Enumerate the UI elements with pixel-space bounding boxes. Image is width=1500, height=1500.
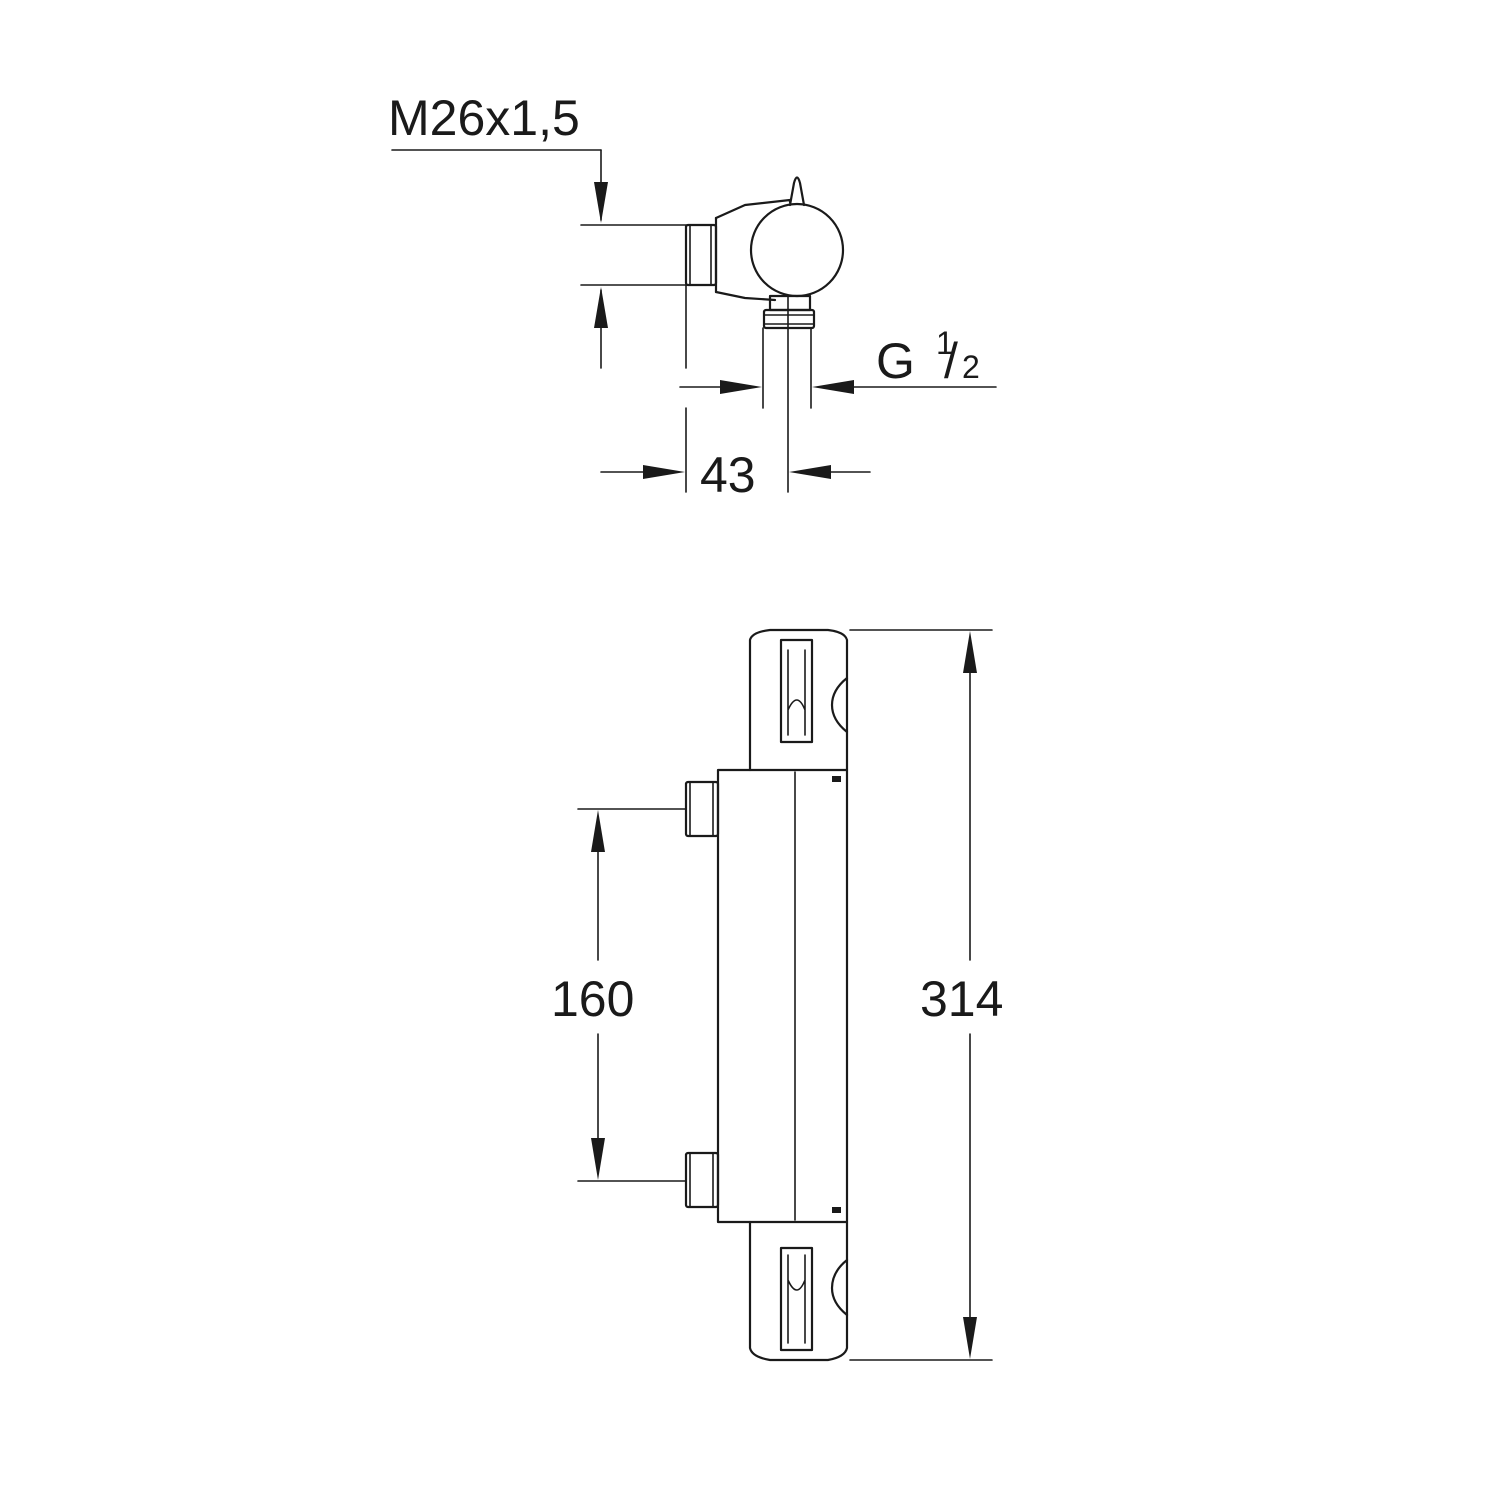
outlet-nut (762, 308, 816, 330)
height-arrow-down (963, 1317, 977, 1359)
height-label: 314 (920, 971, 1003, 1027)
handle-lever (788, 176, 806, 207)
side-view: M26x1,5 G 1 / 2 (388, 90, 997, 503)
top-side-knob (830, 676, 849, 734)
valve-body-outline (714, 198, 792, 302)
outlet-arrow-right (720, 380, 762, 394)
body-mark-top (832, 776, 841, 782)
proj-arrow-right (643, 465, 685, 479)
bottom-grip-detail (787, 1254, 806, 1344)
outlet-label-slash: / (944, 333, 958, 389)
outlet-label-num: 1 (936, 325, 954, 361)
outlet-label-den: 2 (962, 349, 980, 385)
bottom-grip (779, 1246, 814, 1352)
thread-label: M26x1,5 (388, 90, 580, 146)
top-grip (779, 638, 814, 744)
spacing-arrow-up (591, 810, 605, 852)
top-grip-detail (787, 649, 806, 736)
thread-arrow-down (594, 182, 608, 223)
outlet-connector (768, 294, 812, 312)
outlet-arrow-left (812, 380, 854, 394)
bottom-side-knob (830, 1258, 849, 1317)
lower-inlet-nut (684, 1151, 720, 1209)
handle-knob (749, 202, 845, 298)
body-mark-bottom (832, 1207, 841, 1213)
outlet-label-g: G (876, 333, 915, 389)
bottom-cap (748, 1220, 849, 1362)
spacing-arrow-down (591, 1138, 605, 1180)
proj-arrow-left (789, 465, 831, 479)
spacing-label: 160 (551, 971, 634, 1027)
main-body (716, 768, 849, 1224)
height-arrow-up (963, 631, 977, 673)
front-view: 160 314 (551, 628, 1003, 1362)
projection-label: 43 (700, 447, 756, 503)
top-cap (748, 628, 849, 772)
